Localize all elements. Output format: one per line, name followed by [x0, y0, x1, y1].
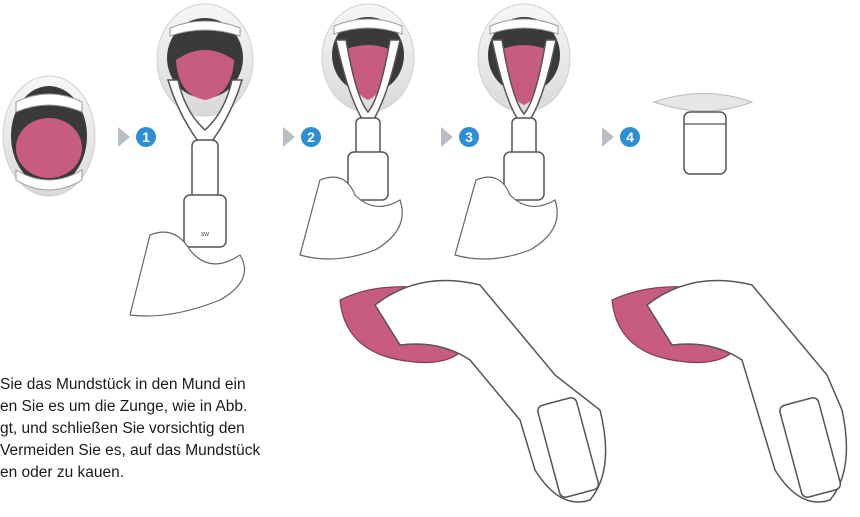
device-closeup-right [612, 281, 846, 503]
step-4-illustration [654, 94, 752, 175]
instruction-line: Vermeiden Sie es, auf das Mundstück [0, 440, 330, 462]
instruction-line: en Sie es um die Zunge, wie in Abb. [0, 396, 330, 418]
instruction-line: Sie das Mundstück in den Mund ein [0, 374, 330, 396]
device-closeup-left [340, 281, 606, 503]
instruction-line: gt, und schließen Sie vorsichtig den [0, 418, 330, 440]
instruction-line: en oder zu kauen. [0, 462, 330, 484]
step-4-badge: 4 [620, 127, 640, 147]
open-mouth-illustration [3, 76, 95, 196]
arrow-right-icon [118, 127, 130, 147]
step-1-badge: 1 [136, 127, 156, 147]
step-1-illustration: SW [130, 4, 253, 316]
step-3-badge: 3 [459, 127, 479, 147]
arrow-right-icon [602, 127, 614, 147]
step-2-badge: 2 [301, 127, 321, 147]
arrow-right-icon [283, 127, 295, 147]
instruction-text: Sie das Mundstück in den Mund ein en Sie… [0, 374, 330, 484]
device-logo: SW [201, 232, 209, 238]
arrow-right-icon [441, 127, 453, 147]
